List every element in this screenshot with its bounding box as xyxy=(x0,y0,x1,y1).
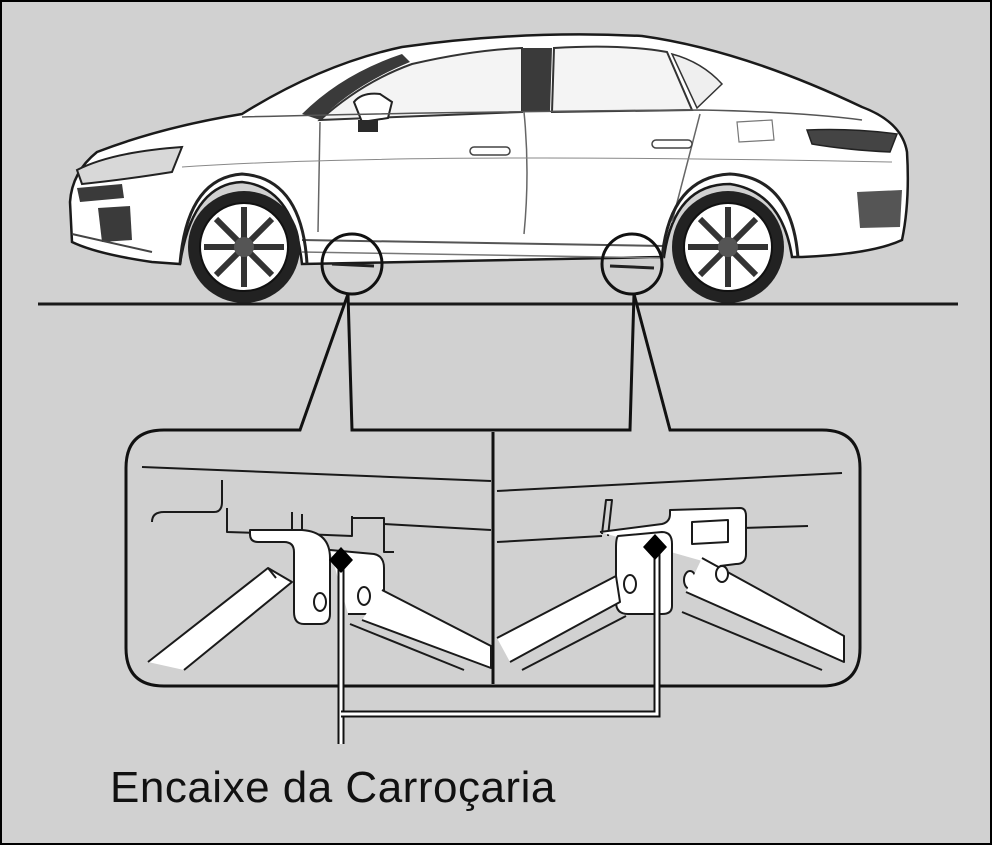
jack-point-caption: Encaixe da Carroçaria xyxy=(110,763,556,812)
rear-jack-point-marker-icon xyxy=(643,534,667,560)
front-jack-point-circle xyxy=(320,232,384,296)
rear-wheel xyxy=(672,191,784,303)
front-wheel xyxy=(188,191,300,303)
side-mirror xyxy=(352,92,394,124)
headlight xyxy=(75,145,184,186)
rear-jack-detail xyxy=(496,472,845,671)
car-illustration xyxy=(68,33,910,303)
front-jack-detail xyxy=(141,466,492,671)
front-jack-point-marker-icon xyxy=(329,547,353,573)
leader-lines xyxy=(337,548,661,744)
rear-door-window xyxy=(550,45,694,114)
taillight xyxy=(805,128,899,153)
rear-quarter-window xyxy=(670,52,724,110)
a-pillar xyxy=(302,54,410,120)
b-pillar xyxy=(522,48,552,112)
rear-jack-point-circle xyxy=(600,232,664,296)
